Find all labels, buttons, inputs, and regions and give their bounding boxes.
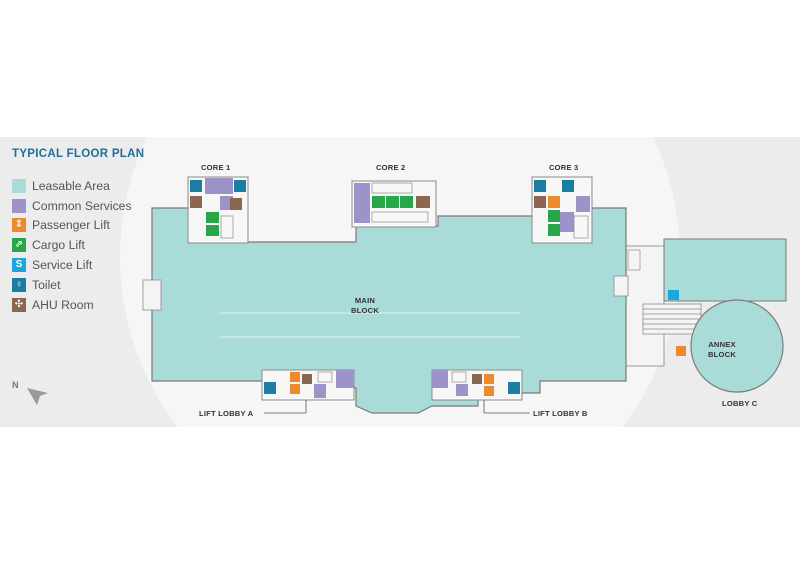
legend-item-passenger-lift: ⇕ Passenger Lift [12, 216, 132, 236]
west-stair [142, 279, 162, 311]
core-3-label: CORE 3 [549, 163, 579, 172]
lobby-c-label: LOBBY C [722, 399, 758, 408]
legend-label: Common Services [32, 198, 132, 213]
legend-item-service-lift: S Service Lift [12, 255, 132, 275]
toilet-icon: ♀ [12, 277, 26, 292]
legend-label: Passenger Lift [32, 218, 110, 233]
annex-passenger-lift [676, 346, 686, 356]
legend-label: Service Lift [32, 258, 93, 273]
annex-block-label: ANNEX BLOCK [702, 340, 742, 360]
leasable-area-swatch [12, 178, 26, 193]
legend: Leasable Area Common Services ⇕ Passenge… [12, 176, 132, 315]
legend-label: Leasable Area [32, 178, 110, 193]
east-stair [613, 275, 629, 297]
legend-label: Cargo Lift [32, 238, 85, 253]
cargo-lift-icon: ⇗ [12, 238, 26, 253]
annex-block-shape [690, 299, 784, 393]
annex-service-lift [668, 290, 679, 300]
main-block-label: MAIN BLOCK [345, 296, 385, 316]
lift-lobby-b-core [431, 369, 523, 401]
legend-label: Toilet [32, 277, 61, 292]
legend-item-common-services: Common Services [12, 196, 132, 216]
core-3 [531, 176, 593, 244]
service-lift-icon: S [12, 258, 26, 273]
core-2 [351, 180, 437, 228]
legend-item-ahu-room: ✣ AHU Room [12, 295, 132, 315]
lift-lobby-a-label: LIFT LOBBY A [199, 409, 254, 418]
main-block-label-line2: BLOCK [351, 306, 379, 315]
legend-label: AHU Room [32, 297, 94, 312]
north-label: N [12, 380, 19, 390]
north-arrow-icon [27, 388, 48, 405]
passenger-lift-icon: ⇕ [12, 218, 26, 233]
lift-lobby-a-core [261, 369, 355, 401]
ahu-room-icon: ✣ [12, 297, 26, 312]
legend-item-cargo-lift: ⇗ Cargo Lift [12, 235, 132, 255]
core-1-label: CORE 1 [201, 163, 231, 172]
annex-leasable-area [663, 238, 787, 302]
common-services-swatch [12, 198, 26, 213]
core-1 [187, 176, 249, 244]
lift-lobby-b-label: LIFT LOBBY B [533, 409, 588, 418]
annex-block-label-line1: ANNEX [708, 340, 736, 349]
core-2-label: CORE 2 [376, 163, 406, 172]
annex-stair [642, 303, 702, 335]
main-block-label-line1: MAIN [354, 296, 376, 305]
legend-item-leasable-area: Leasable Area [12, 176, 132, 196]
connector-stair [627, 249, 641, 271]
watermark-dots [220, 312, 520, 338]
annex-block-label-line2: BLOCK [708, 350, 736, 359]
legend-item-toilet: ♀ Toilet [12, 275, 132, 295]
page-title: TYPICAL FLOOR PLAN [12, 148, 145, 160]
